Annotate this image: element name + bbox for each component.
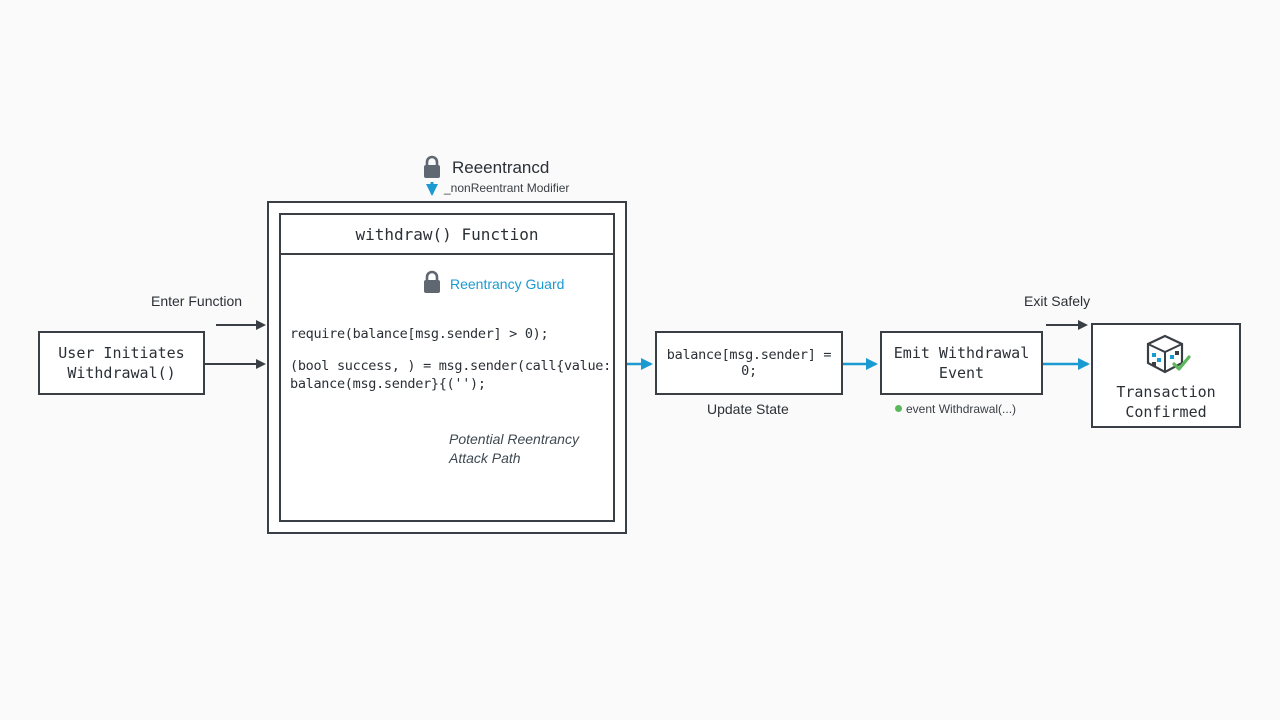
attack-path-label-1: Potential Reentrancy	[449, 431, 579, 447]
transaction-confirmed-box: Transaction Confirmed	[1091, 323, 1241, 428]
code-call-line-2: balance(msg.sender}{('');	[290, 376, 486, 392]
enter-function-label: Enter Function	[151, 293, 243, 309]
modifier-subtitle: _nonReentrant Modifier	[444, 181, 570, 195]
exit-safely-label: Exit Safely	[1024, 293, 1091, 309]
user-initiates-box: User Initiates Withdrawal()	[38, 331, 205, 395]
user-box-line-1: User Initiates	[58, 344, 185, 362]
emit-box-line-1: Emit Withdrawal	[893, 344, 1030, 362]
function-header-divider	[281, 253, 613, 255]
blockchain-cube-check-icon	[1143, 333, 1193, 377]
guard-lock-icon	[423, 270, 441, 294]
user-box-line-2: Withdrawal()	[67, 364, 176, 382]
modifier-title: Reeentrancd	[452, 158, 550, 177]
update-state-box: balance[msg.sender] = 0;	[655, 331, 843, 395]
event-status-dot	[895, 405, 902, 412]
code-call-line-1: (bool success, ) = msg.sender(call{value…	[290, 358, 611, 374]
function-header: withdraw() Function	[355, 224, 539, 244]
emit-event-box: Emit Withdrawal Event	[880, 331, 1043, 395]
guard-label: Reentrancy Guard	[450, 276, 565, 292]
emit-event-caption: event Withdrawal(...)	[906, 402, 1017, 416]
confirmed-line-1: Transaction	[1116, 383, 1216, 401]
attack-path-label-2: Attack Path	[449, 450, 521, 466]
modifier-lock-icon	[423, 155, 441, 179]
code-require: require(balance[msg.sender] > 0);	[290, 326, 549, 342]
emit-box-line-2: Event	[938, 364, 985, 382]
update-state-code: balance[msg.sender] = 0;	[666, 347, 832, 379]
update-state-caption: Update State	[707, 401, 789, 417]
function-inner-frame	[279, 213, 615, 522]
confirmed-line-2: Confirmed	[1125, 403, 1207, 421]
